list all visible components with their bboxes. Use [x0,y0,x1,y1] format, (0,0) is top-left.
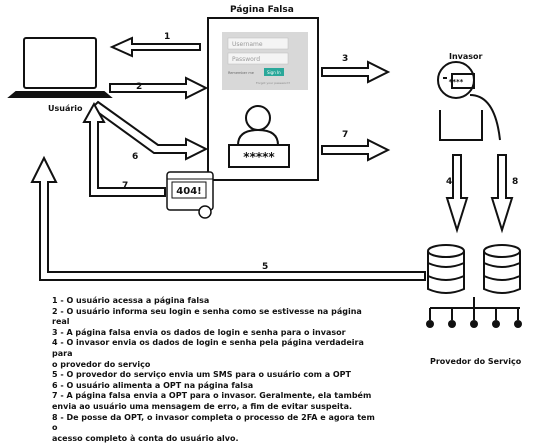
arrow-label-1: 1 [164,32,171,42]
person-icon [237,105,279,146]
user-label: Usuário [48,104,83,113]
arrow-label-8: 8 [512,177,519,187]
legend-line: 7 - A página falsa envia a OPT para o in… [52,391,372,401]
legend-line: 8 - De posse da OPT, o invasor completa … [52,412,375,433]
attacker-screen-text: **** [449,78,464,86]
arrow-2 [109,76,209,100]
arrow-label-7b: 7 [122,181,129,191]
legend-line: 2 - O usuário informa seu login e senha … [52,306,362,327]
arrow-label-6: 6 [132,152,139,162]
server-nodes [426,320,522,328]
error-404-text: 404! [176,186,201,197]
password-placeholder: Password [232,56,260,63]
arrow-8 [490,154,514,234]
remember-label: Remember me [228,71,254,75]
arrow-label-3: 3 [342,54,349,64]
legend-line: 1 - O usuário acessa a página falsa [52,296,210,305]
legend-line: 5 - O provedor do serviço envia um SMS p… [52,370,351,380]
legend-line: acesso completo à conta do usuário alvo. [52,433,239,443]
legend-line: envia ao usuário uma mensagem de erro, a… [52,401,353,411]
attacker-label: Invasor [449,52,483,61]
attacker-icon [437,61,501,141]
otp-masked-text: ***** [243,150,275,164]
signin-button [264,68,284,76]
arrow-1 [109,36,201,58]
legend: 1 - O usuário acessa a página falsa 2 - … [52,296,382,444]
otp-box: ***** [228,144,290,168]
arrow-label-2: 2 [136,82,143,92]
arrow-4 [445,154,469,234]
arrow-3 [321,60,391,84]
fake-page-title: Página Falsa [230,5,294,15]
arrow-label-5: 5 [262,262,269,272]
legend-line: 4 - O invasor envia os dados de login e … [52,338,364,358]
error-404-icon: 404! [166,171,214,219]
arrow-label-4: 4 [446,177,453,187]
phishing-diagram: Username Password Remember me Sign In Fo… [7,17,522,328]
username-placeholder: Username [232,41,263,48]
laptop-icon [7,37,113,98]
servers-icon [427,244,521,320]
arrow-7-left [82,101,166,197]
forgot-label: Forgot your password? [256,81,290,85]
legend-line: 3 - A página falsa envia os dados de log… [52,327,346,337]
arrow-7-right [321,138,391,162]
legend-line: o provedor do serviço [52,359,151,369]
legend-line: 6 - O usuário alimenta a OPT na página f… [52,380,254,390]
provider-label: Provedor do Serviço [430,357,522,366]
arrow-5 [30,155,426,281]
login-form-icon: Username Password Remember me Sign In Fo… [222,32,308,90]
arrow-label-7a: 7 [342,130,349,140]
signin-label: Sign In [267,70,281,75]
arrow-6 [90,100,209,161]
